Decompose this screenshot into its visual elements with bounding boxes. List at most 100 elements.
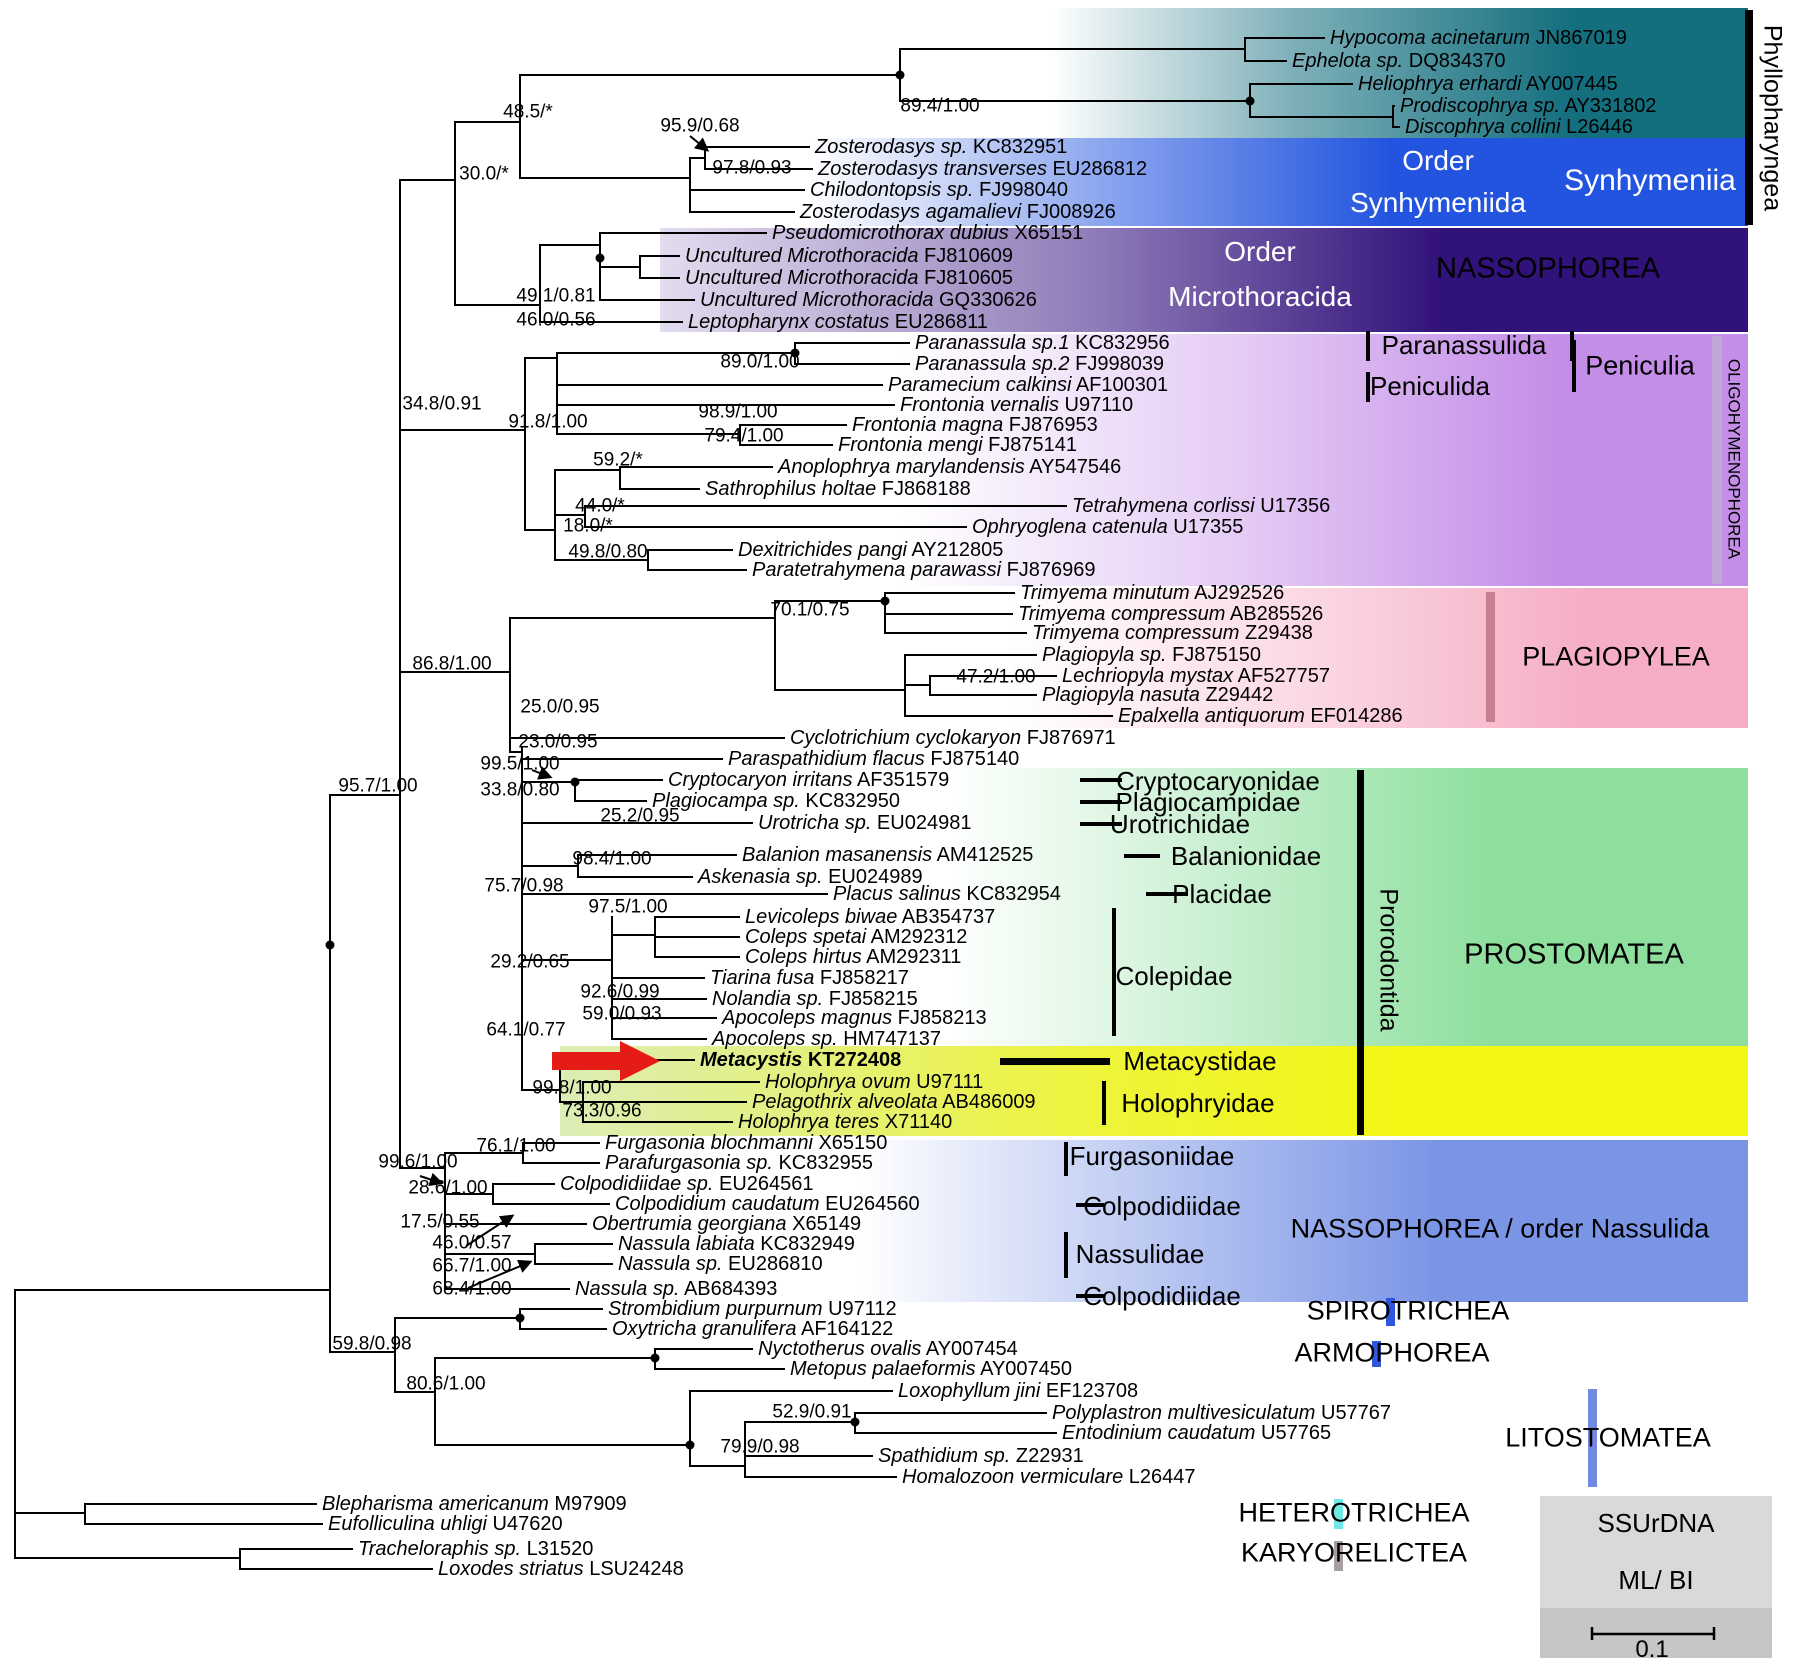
support-value: 76.1/1.00 bbox=[476, 1135, 556, 1157]
accession-number: EF014286 bbox=[1304, 705, 1403, 727]
accession-number: EF123708 bbox=[1040, 1380, 1139, 1402]
bar-holophryidae-bracket bbox=[1102, 1081, 1106, 1125]
accession-number: AF527757 bbox=[1233, 665, 1330, 687]
accession-number: HM747137 bbox=[837, 1028, 942, 1050]
group-label-f-holophryidae: Holophryidae bbox=[1121, 1088, 1275, 1118]
species-name: Dexitrichides pangi bbox=[738, 539, 907, 561]
taxon-label: Tiarina fusa FJ858217 bbox=[710, 968, 909, 988]
taxon-label: Eufolliculina uhligi U47620 bbox=[328, 1514, 563, 1534]
taxon-label: Ophryoglena catenula U17355 bbox=[972, 517, 1243, 537]
support-value: 68.4/1.00 bbox=[432, 1278, 512, 1300]
support-value: 98.9/1.00 bbox=[698, 401, 778, 423]
species-name: Apocoleps magnus bbox=[722, 1007, 893, 1029]
accession-number: AY007450 bbox=[975, 1358, 1073, 1380]
taxon-label: Discophrya collini L26446 bbox=[1405, 117, 1633, 137]
species-name: Paranassula sp.2 bbox=[915, 353, 1070, 375]
group-label-order-synhymeniida-2: Synhymeniida bbox=[1350, 187, 1526, 218]
taxon-label: Frontonia vernalis U97110 bbox=[900, 395, 1133, 415]
accession-number: X71140 bbox=[879, 1111, 953, 1133]
accession-number: AY331802 bbox=[1560, 95, 1657, 117]
species-name: Oxytricha granulifera bbox=[612, 1318, 797, 1340]
support-pointer-arrows bbox=[419, 135, 710, 1289]
taxon-label: Uncultured Microthoracida GQ330626 bbox=[700, 290, 1037, 310]
species-name: Frontonia magna bbox=[852, 414, 1004, 436]
accession-number: KC832951 bbox=[967, 136, 1068, 158]
support-value: 91.8/1.00 bbox=[508, 411, 588, 433]
accession-number: EU264561 bbox=[713, 1173, 814, 1195]
box-prostomatea bbox=[950, 768, 1748, 1046]
box-synhymeniida bbox=[810, 138, 1748, 226]
group-label-class-synhymeniia: Synhymeniia bbox=[1564, 164, 1736, 197]
taxon-label: Urotricha sp. EU024981 bbox=[758, 813, 971, 833]
accession-number: Z22931 bbox=[1010, 1445, 1084, 1467]
taxon-label: Cryptocaryon irritans AF351579 bbox=[668, 770, 949, 790]
taxon-label: Blepharisma americanum M97909 bbox=[322, 1494, 627, 1514]
taxon-label: Apocoleps magnus FJ858213 bbox=[722, 1008, 987, 1028]
species-name: Nassula labiata bbox=[618, 1233, 755, 1255]
bar-colepidae-bracket bbox=[1112, 908, 1116, 1036]
species-name: Zosterodasys agamalievi bbox=[800, 201, 1022, 223]
support-value: 33.8/0.80 bbox=[480, 779, 560, 801]
species-name: Loxodes striatus bbox=[438, 1558, 584, 1580]
species-name: Anoplophrya marylandensis bbox=[778, 456, 1025, 478]
species-name: Metacystis bbox=[700, 1049, 803, 1071]
species-name: Holophrya ovum bbox=[765, 1071, 911, 1093]
group-label-class-nassophorea: NASSOPHOREA bbox=[1436, 252, 1660, 285]
taxon-label: Frontonia mengi FJ875141 bbox=[838, 435, 1077, 455]
species-name: Frontonia vernalis bbox=[900, 394, 1059, 416]
bar-phyllopharyngea-black bbox=[1745, 10, 1753, 225]
scale-bar bbox=[1590, 1627, 1716, 1640]
support-value: 34.8/0.91 bbox=[402, 393, 482, 415]
accession-number: X65150 bbox=[812, 1132, 888, 1154]
bar-litostomatea-bar bbox=[1588, 1389, 1597, 1487]
taxon-label: Trimyema minutum AJ292526 bbox=[1020, 583, 1284, 603]
group-label-class-prostomatea: PROSTOMATEA bbox=[1464, 938, 1684, 971]
species-name: Prodiscophrya sp. bbox=[1400, 95, 1561, 117]
species-name: Tetrahymena corlissi bbox=[1072, 495, 1255, 517]
accession-number: U97110 bbox=[1058, 394, 1134, 416]
taxon-label: Zosterodasys agamalievi FJ008926 bbox=[800, 202, 1116, 222]
taxon-label: Loxodes striatus LSU24248 bbox=[438, 1559, 684, 1579]
accession-number: FJ875150 bbox=[1166, 644, 1262, 666]
taxon-label: Homalozoon vermiculare L26447 bbox=[902, 1467, 1196, 1487]
bar-metacystidae-line bbox=[1000, 1058, 1110, 1065]
support-value: 95.7/1.00 bbox=[338, 775, 418, 797]
taxon-label: Lechriopyla mystax AF527757 bbox=[1062, 666, 1330, 686]
taxon-label: Zosterodasys sp. KC832951 bbox=[815, 137, 1067, 157]
group-label-oligohymenophorea: OLIGOHYMENOPHOREA bbox=[1724, 358, 1744, 560]
accession-number: KC832949 bbox=[754, 1233, 855, 1255]
accession-number: U17355 bbox=[1167, 516, 1244, 538]
species-name: Leptopharynx costatus bbox=[688, 311, 890, 333]
species-name: Sathrophilus holtae bbox=[705, 478, 877, 500]
accession-number: AM412525 bbox=[932, 844, 1034, 866]
bar-heterotrichea-bar bbox=[1334, 1499, 1343, 1529]
support-value: 59.0/0.93 bbox=[582, 1003, 662, 1025]
box-plagiopylea bbox=[1010, 588, 1748, 728]
species-name: Urotricha sp. bbox=[758, 812, 872, 834]
species-name: Paraspathidium flacus bbox=[728, 748, 925, 770]
support-value: 44.0/* bbox=[575, 495, 625, 517]
accession-number: FJ876971 bbox=[1021, 727, 1116, 749]
taxon-label: Coleps spetai AM292312 bbox=[745, 927, 967, 947]
taxon-label: Plagiopyla sp. FJ875150 bbox=[1042, 645, 1261, 665]
bar-furgasoniidae-bracket bbox=[1064, 1142, 1068, 1176]
accession-number: JN867019 bbox=[1530, 27, 1627, 49]
taxon-label: Metacystis KT272408 bbox=[700, 1050, 901, 1070]
species-name: Plagiocampa sp. bbox=[652, 790, 800, 812]
bar-dash-plagiocampidae bbox=[1080, 800, 1122, 804]
species-name: Heliophrya erhardi bbox=[1358, 73, 1522, 95]
accession-number: FJ876953 bbox=[1003, 414, 1098, 436]
species-name: Homalozoon vermiculare bbox=[902, 1466, 1124, 1488]
support-value: 25.2/0.95 bbox=[600, 805, 680, 827]
taxon-label: Nassula sp. AB684393 bbox=[575, 1279, 777, 1299]
taxon-label: Tetrahymena corlissi U17356 bbox=[1072, 496, 1330, 516]
group-label-class-heterotrichea: HETEROTRICHEA bbox=[1238, 1497, 1470, 1528]
species-name: Pelagothrix alveolata bbox=[752, 1091, 938, 1113]
support-value: 17.5/0.55 bbox=[400, 1211, 480, 1233]
species-name: Apocoleps sp. bbox=[712, 1028, 838, 1050]
species-name: Askenasia sp. bbox=[698, 866, 823, 888]
taxon-label: Nassula sp. EU286810 bbox=[618, 1254, 823, 1274]
species-name: Zosterodasys transverses bbox=[818, 158, 1047, 180]
